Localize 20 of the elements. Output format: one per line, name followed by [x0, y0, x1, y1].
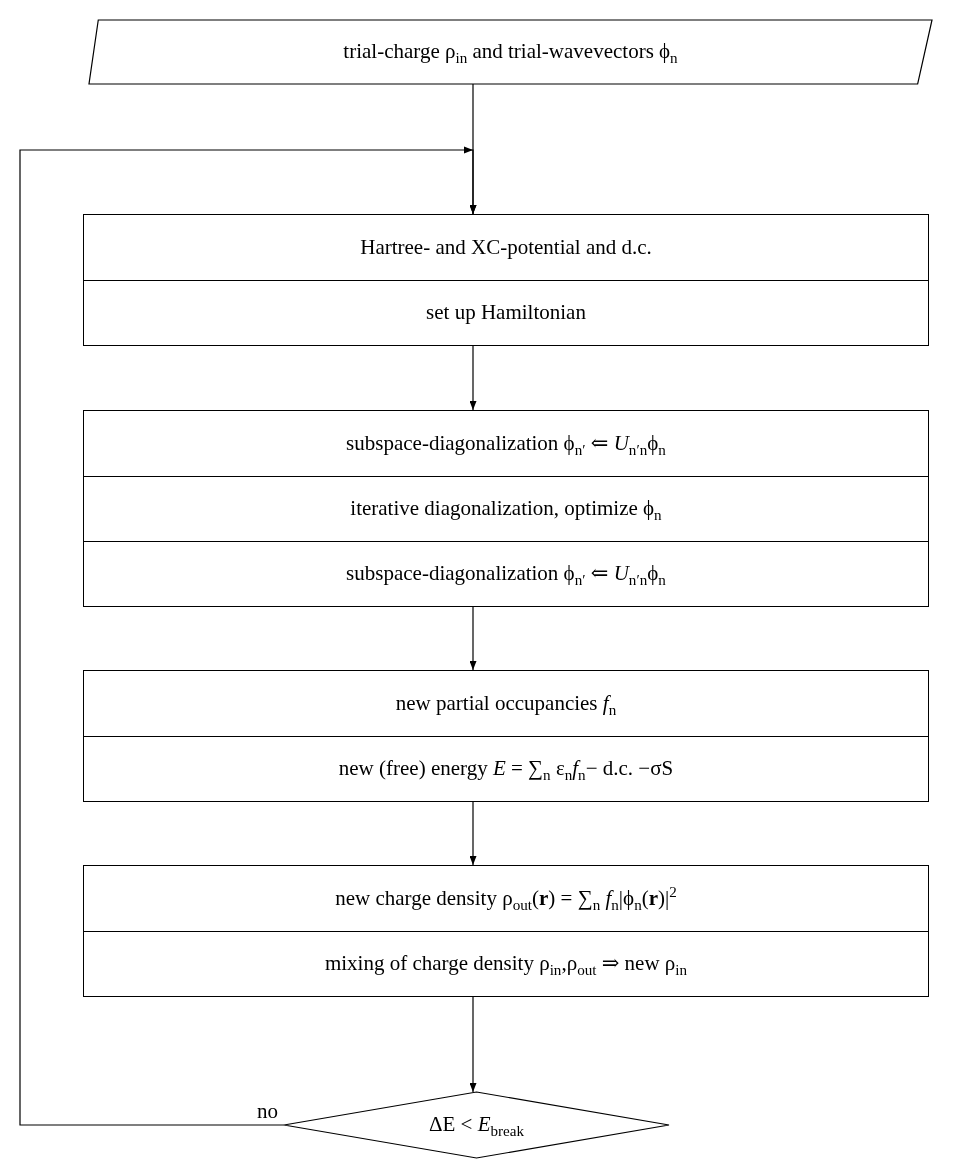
arrow: [469, 996, 477, 1093]
arrow: [469, 606, 477, 671]
step-text: Hartree- and XC-potential and d.c.: [360, 234, 652, 261]
step-text: new partial occupancies f$_{n}$: [395, 690, 617, 717]
step-text: subspace-diagonalization ϕ$_{n′}$ ⇐ U$_{n′n}$ϕ$_{n}$: [346, 430, 666, 457]
arrow: [469, 801, 477, 866]
step-text: set up Hamiltonian: [426, 300, 586, 326]
process-box: [83, 865, 929, 997]
arrow: [469, 345, 477, 411]
condition-text: ΔE < E$_{break}$: [428, 1112, 525, 1138]
process-box: [83, 410, 929, 607]
step-text: new charge density ρ$_{out}$(r) = ∑$_{n}$ f$_{n}$|ϕ$_{n}$(r)|$^{2}$: [335, 885, 677, 912]
process-box: [83, 214, 929, 346]
step-text: trial-charge ρ$_{in}$ and trial-wavevectors ϕ$_{n}$: [343, 39, 678, 65]
edge-label: no: [257, 1099, 278, 1123]
step-text: mixing of charge density ρ$_{in}$,ρ$_{out}$ ⇒ new ρ$_{in}$: [324, 951, 688, 977]
process-box: [83, 670, 929, 802]
step-text: new (free) energy E = ∑$_{n}$ ε$_{n}$f$_{n}$− d.c. −σS: [338, 756, 674, 782]
step-text: iterative diagonalization, optimize ϕ$_{n}$: [350, 496, 662, 522]
step-text: subspace-diagonalization ϕ$_{n′}$ ⇐ U$_{n′n}$ϕ$_{n}$: [346, 561, 666, 587]
